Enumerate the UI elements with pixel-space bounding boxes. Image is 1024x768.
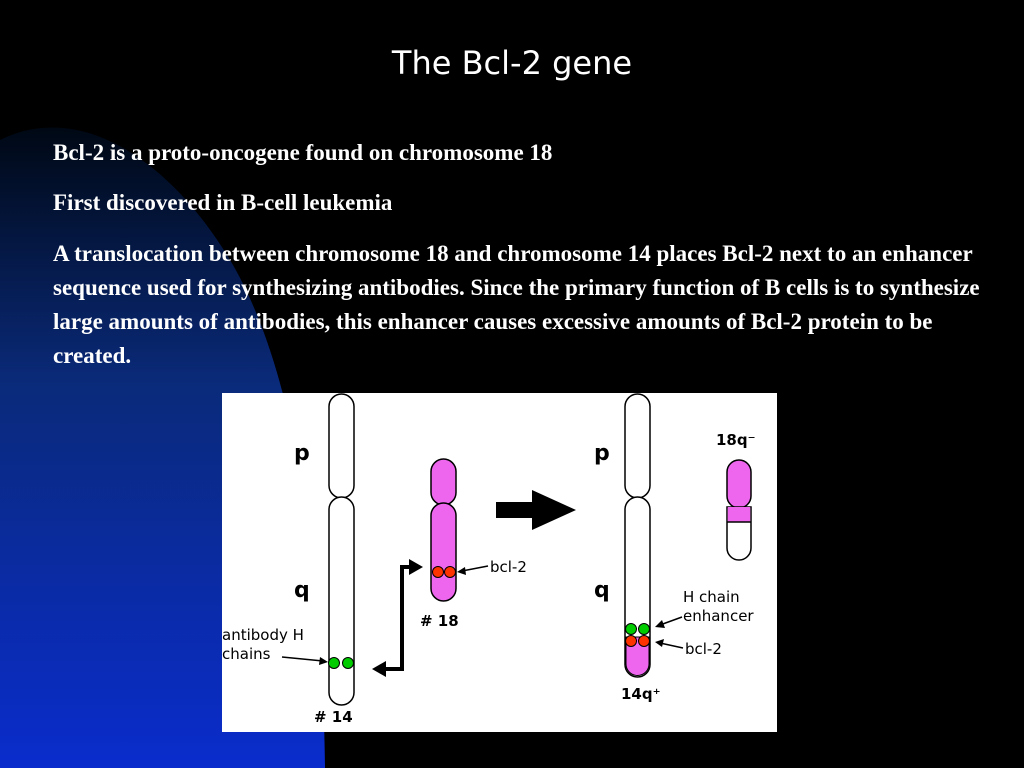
enhancer-gene-marker <box>625 623 637 635</box>
chr18q-minus-retained-segment <box>727 507 751 522</box>
bcl2-pointer-right <box>659 642 684 649</box>
enhancer-gene-marker <box>638 623 650 635</box>
translocation-bracket <box>385 565 410 671</box>
bcl2-gene-marker <box>444 566 456 578</box>
left-p-label: p <box>294 441 310 466</box>
chr14q-plus-label: 14q⁺ <box>621 685 661 703</box>
chr18-label: # 18 <box>420 612 459 630</box>
right-p-label: p <box>594 441 610 466</box>
bcl2-label-right: bcl-2 <box>685 640 722 658</box>
antibody-gene-marker <box>342 657 354 669</box>
chr14-q-arm <box>328 496 355 706</box>
bullet-chromosome-18: Bcl-2 is a proto-oncogene found on chrom… <box>53 140 553 165</box>
antibody-label-line2: chains <box>222 645 271 663</box>
bcl2-pointer <box>461 565 489 572</box>
bcl2-pointer-head <box>457 567 466 575</box>
arrow-head-to-chr18 <box>409 559 423 575</box>
arrow-head-to-chr14 <box>372 661 386 677</box>
antibody-pointer <box>281 656 324 662</box>
translocation-arrow <box>372 559 423 677</box>
antibody-label-line1: antibody H <box>222 626 304 644</box>
antibody-gene-marker <box>328 657 340 669</box>
chromosome-14 <box>328 393 355 706</box>
slide-title: The Bcl-2 gene <box>391 44 633 82</box>
bullet-discovery: First discovered in B-cell leukemia <box>53 190 393 215</box>
result-arrow-head <box>532 490 576 530</box>
chr18-q-arm <box>430 502 457 602</box>
bcl2-pointer-right-head <box>655 639 664 647</box>
chr18-p-arm <box>430 458 457 506</box>
chr14q-plus-p-arm <box>624 393 651 499</box>
bcl2-gene-marker <box>432 566 444 578</box>
enhancer-label-line1: H chain <box>683 588 740 606</box>
result-arrow-shaft <box>496 502 534 518</box>
chr14-p-arm <box>328 393 355 499</box>
chromosome-14q-plus <box>624 393 651 678</box>
chr18q-minus-label: 18q⁻ <box>716 431 756 449</box>
diagram-background <box>222 393 777 732</box>
enhancer-pointer <box>659 616 683 626</box>
left-q-label: q <box>294 578 310 603</box>
bcl2-gene-marker <box>638 635 650 647</box>
chromosome-18 <box>430 458 457 602</box>
antibody-pointer-head <box>319 657 328 665</box>
enhancer-label-line2: enhancer <box>683 607 754 625</box>
right-q-label: q <box>594 578 610 603</box>
bcl2-gene-marker <box>625 635 637 647</box>
chr14-label: # 14 <box>314 708 353 726</box>
chr18q-minus-p-arm <box>726 459 752 509</box>
bcl2-label-left: bcl-2 <box>490 558 527 576</box>
translocation-diagram: p q antibody H chains # 14 bcl-2 # 18 p … <box>222 393 777 732</box>
bullet-translocation: A translocation between chromosome 18 an… <box>53 241 980 368</box>
chromosome-18q-minus <box>726 459 752 561</box>
result-arrow <box>496 490 576 530</box>
enhancer-pointer-head <box>655 620 665 628</box>
